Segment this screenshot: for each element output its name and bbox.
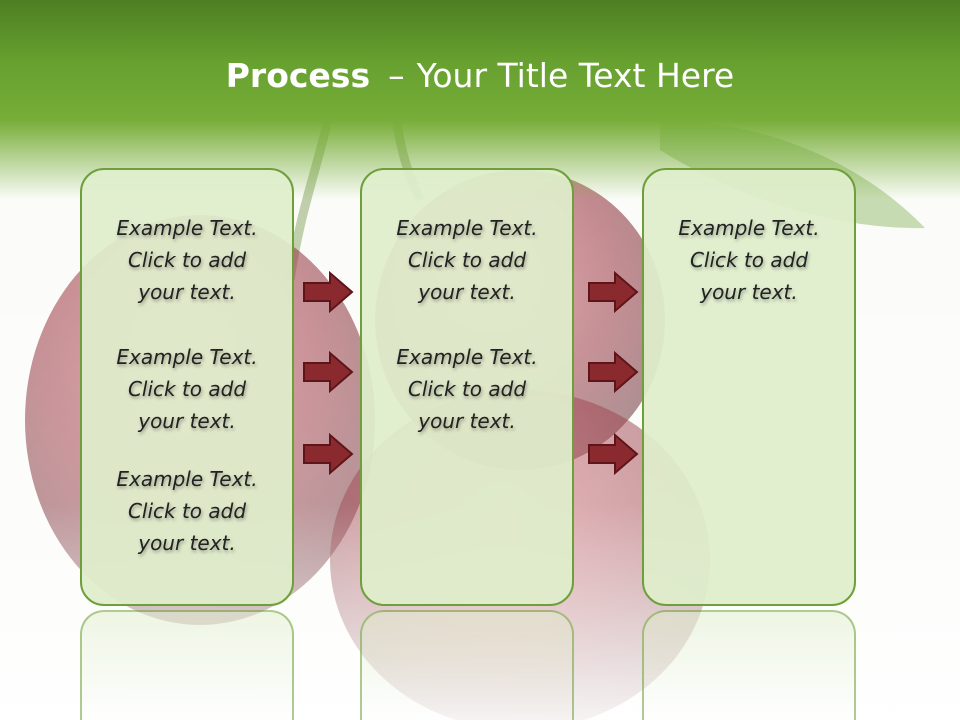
text-placeholder[interactable]: Example Text. Click to add your text. [82, 341, 292, 437]
text-line: Click to add [362, 373, 572, 405]
title-separator: – [388, 56, 405, 95]
text-line: your text. [82, 405, 292, 437]
title-rest: Your Title Text Here [417, 56, 735, 95]
right-arrow-icon[interactable] [587, 350, 639, 394]
text-placeholder[interactable]: Example Text. Click to add your text. [82, 463, 292, 559]
text-placeholder[interactable]: Example Text. Click to add your text. [82, 212, 292, 308]
text-line: Click to add [362, 244, 572, 276]
slide-title[interactable]: Process–Your Title Text Here [0, 52, 960, 100]
text-line: Click to add [644, 244, 854, 276]
text-line: Example Text. [82, 463, 292, 495]
text-line: Example Text. [362, 212, 572, 244]
text-line: your text. [362, 276, 572, 308]
text-line: Example Text. [82, 341, 292, 373]
process-box-3[interactable]: Example Text. Click to add your text. [642, 168, 856, 606]
text-placeholder[interactable]: Example Text. Click to add your text. [362, 212, 572, 308]
text-line: your text. [644, 276, 854, 308]
text-line: Example Text. [644, 212, 854, 244]
process-box-2[interactable]: Example Text. Click to add your text. Ex… [360, 168, 574, 606]
box-reflection [80, 610, 294, 720]
text-line: Example Text. [82, 212, 292, 244]
text-line: Click to add [82, 373, 292, 405]
process-box-1[interactable]: Example Text. Click to add your text. Ex… [80, 168, 294, 606]
text-line: Example Text. [362, 341, 572, 373]
right-arrow-icon[interactable] [302, 432, 354, 476]
right-arrow-icon[interactable] [302, 270, 354, 314]
text-line: your text. [362, 405, 572, 437]
text-placeholder[interactable]: Example Text. Click to add your text. [362, 341, 572, 437]
text-line: Click to add [82, 244, 292, 276]
title-bold: Process [226, 56, 370, 95]
text-placeholder[interactable]: Example Text. Click to add your text. [644, 212, 854, 308]
text-line: Click to add [82, 495, 292, 527]
right-arrow-icon[interactable] [587, 432, 639, 476]
text-line: your text. [82, 527, 292, 559]
box-reflection [642, 610, 856, 720]
text-line: your text. [82, 276, 292, 308]
right-arrow-icon[interactable] [587, 270, 639, 314]
box-reflection [360, 610, 574, 720]
right-arrow-icon[interactable] [302, 350, 354, 394]
